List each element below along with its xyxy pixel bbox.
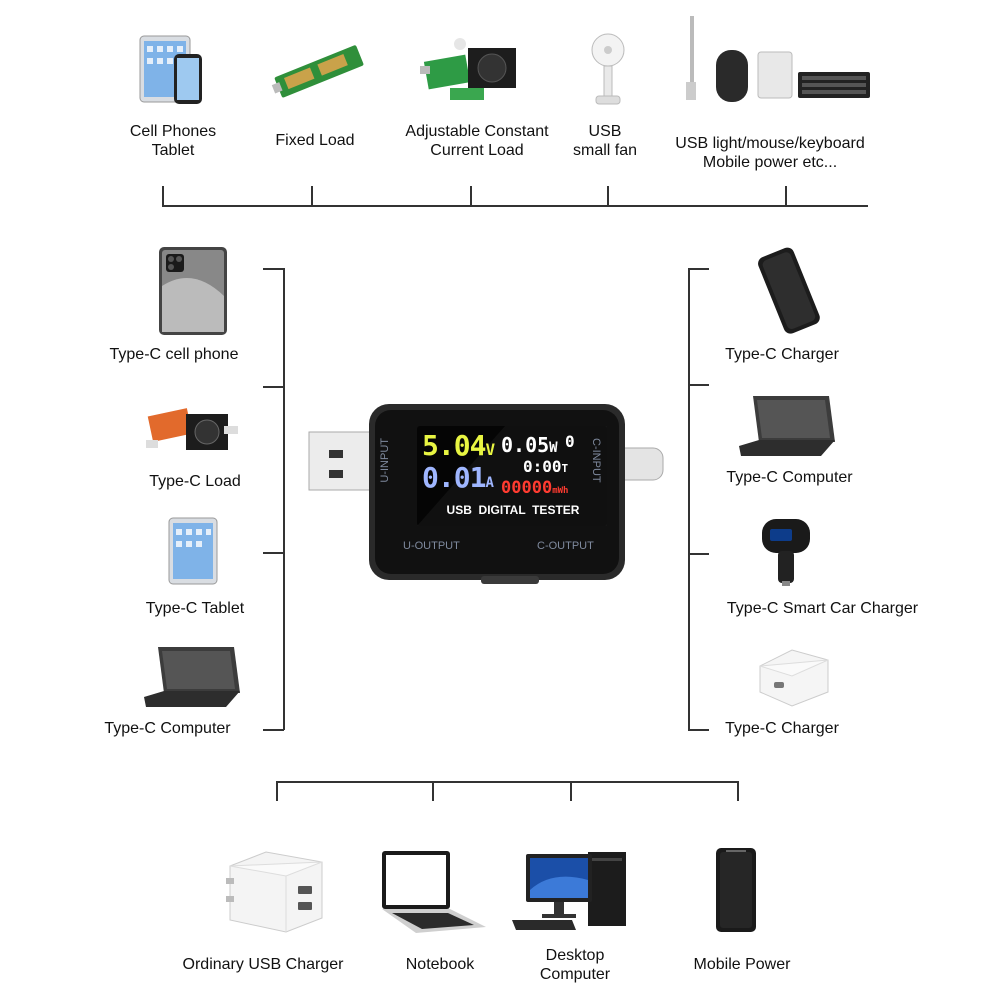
left-tick: [263, 268, 284, 270]
bottom-tick: [737, 781, 739, 801]
left-label-3: Type-C Tablet: [145, 600, 245, 617]
right-tick: [688, 553, 709, 555]
power-bank-icon: [752, 246, 824, 336]
usb-fan-icon: [588, 32, 628, 108]
voltage-readout: 5.04V: [422, 429, 495, 462]
right-label-3: Type-C Smart Car Charger: [726, 600, 919, 617]
load-board-icon: [146, 396, 242, 462]
top-tick: [311, 186, 313, 206]
adjustable-load-board-icon: [420, 32, 532, 108]
power-readout: 0.05W: [501, 433, 558, 457]
top-label-3b: Current Load: [430, 142, 524, 159]
right-bracket-line: [688, 268, 690, 730]
channel-readout: 0: [565, 432, 575, 451]
bottom-tick: [432, 781, 434, 801]
usb-accessories-icon: [680, 12, 875, 107]
tester-title: USB DIGITAL TESTER: [446, 503, 580, 517]
power-bank-icon: [714, 846, 758, 934]
phone-icon: [158, 246, 228, 336]
energy-readout: 00000mWh: [501, 478, 568, 498]
top-label-3a: Adjustable Constant: [405, 123, 549, 140]
left-tick: [263, 729, 284, 731]
bottom-tick: [570, 781, 572, 801]
car-charger-icon: [758, 515, 814, 587]
bottom-bracket-line: [276, 781, 738, 783]
time-value: 0:00: [523, 457, 562, 476]
bottom-label-1: Ordinary USB Charger: [182, 956, 344, 973]
top-tick: [470, 186, 472, 206]
bottom-label-3b: Computer: [539, 966, 611, 983]
time-readout: 0:00T: [523, 457, 568, 476]
bottom-label-3a: Desktop: [545, 947, 605, 964]
left-tick: [263, 386, 284, 388]
desktop-computer-icon: [512, 850, 630, 932]
top-label-1b: Tablet: [151, 142, 195, 159]
voltage-unit: V: [485, 440, 495, 459]
top-bracket-line: [162, 205, 868, 207]
current-unit: A: [485, 475, 494, 491]
current-readout: 0.01A: [422, 461, 494, 494]
top-tick: [162, 186, 164, 206]
fixed-load-board-icon: [270, 38, 370, 104]
top-tick: [785, 186, 787, 206]
top-label-4b: small fan: [572, 142, 638, 159]
energy-value: 00000: [501, 478, 553, 498]
tablet-icon: [168, 517, 218, 585]
bottom-tick: [276, 781, 278, 801]
u-input-label: U-INPUT: [379, 438, 391, 483]
laptop-icon: [737, 394, 837, 458]
right-tick: [688, 384, 709, 386]
right-tick: [688, 268, 709, 270]
phone-tablet-icon: [138, 34, 204, 106]
energy-unit: mWh: [552, 486, 569, 496]
right-label-2: Type-C Computer: [726, 469, 853, 486]
power-unit: W: [549, 440, 558, 456]
power-value: 0.05: [501, 433, 550, 457]
wall-charger-icon: [752, 646, 832, 708]
c-output-label: C-OUTPUT: [537, 540, 594, 552]
c-input-label: C-INPUT: [590, 438, 602, 483]
right-label-1: Type-C Charger: [725, 346, 839, 363]
left-bracket-line: [283, 268, 285, 730]
left-label-2: Type-C Load: [149, 473, 241, 490]
top-label-2: Fixed Load: [275, 132, 355, 149]
bottom-label-2: Notebook: [405, 956, 475, 973]
top-label-1a: Cell Phones: [129, 123, 217, 140]
right-label-4: Type-C Charger: [725, 720, 839, 737]
top-label-5b: Mobile power etc...: [702, 154, 838, 171]
laptop-icon: [142, 645, 242, 709]
usb-charger-icon: [226, 848, 326, 934]
usb-digital-tester: 5.04V 0.05W 0 0:00T 0.01A 00000mWh USB D…: [305, 400, 685, 585]
top-label-4a: USB: [588, 123, 622, 140]
time-unit: T: [561, 462, 569, 475]
notebook-icon: [378, 849, 488, 933]
right-tick: [688, 729, 709, 731]
top-tick: [607, 186, 609, 206]
left-label-1: Type-C cell phone: [109, 346, 239, 363]
current-value: 0.01: [422, 461, 486, 494]
bottom-label-4: Mobile Power: [693, 956, 791, 973]
tester-body-icon: [308, 404, 664, 584]
top-label-5a: USB light/mouse/keyboard: [675, 135, 865, 152]
u-output-label: U-OUTPUT: [403, 540, 460, 552]
left-label-4: Type-C Computer: [104, 720, 231, 737]
voltage-value: 5.04: [422, 429, 486, 462]
left-tick: [263, 552, 284, 554]
